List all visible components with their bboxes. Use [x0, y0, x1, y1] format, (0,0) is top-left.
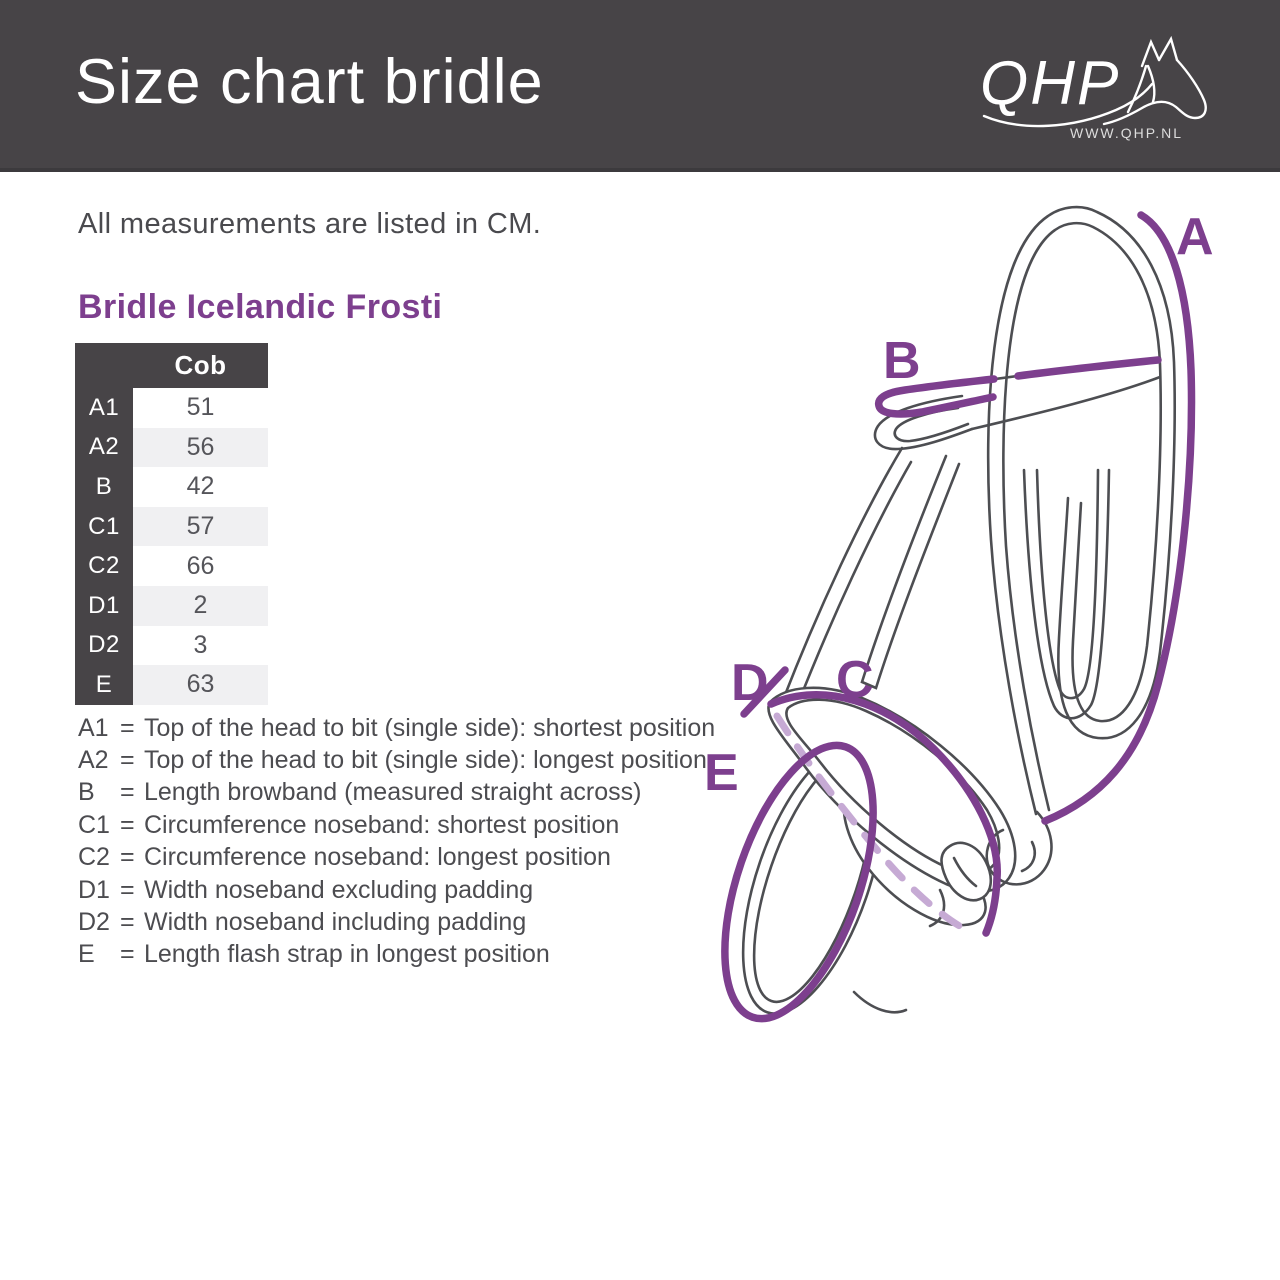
legend-description: Circumference noseband: longest position [144, 843, 611, 872]
legend-description: Top of the head to bit (single side): sh… [144, 713, 716, 742]
legend-key: A1 [78, 713, 109, 742]
legend-equals: = [120, 713, 135, 742]
size-table-header: Cob [75, 343, 268, 388]
row-label: D2 [75, 625, 133, 666]
legend-list: A1 = Top of the head to bit (single side):… [78, 712, 715, 971]
legend-equals: = [120, 746, 135, 775]
legend-item: D1 = Width noseband excluding padding [78, 874, 715, 906]
legend-item: B = Length browband (measured straight acr… [78, 777, 715, 809]
legend-item: A2 = Top of the head to bit (single side):… [78, 744, 715, 776]
legend-description: Width noseband including padding [144, 908, 527, 937]
legend-item: E = Length flash strap in longest position [78, 939, 715, 971]
row-value: 56 [133, 427, 268, 468]
legend-equals: = [120, 778, 135, 807]
qhp-logo-text: QHP [980, 49, 1120, 118]
row-value: 63 [133, 665, 268, 705]
qhp-logo-mark: QHP WWW.QHP.NL [980, 35, 1207, 141]
diagram-label-a: A [1176, 208, 1214, 266]
header-bar: Size chart bridle QHP WWW.QHP.NL [0, 0, 1280, 172]
row-value: 51 [133, 388, 268, 428]
legend-description: Top of the head to bit (single side): lo… [144, 746, 707, 775]
row-value: 3 [133, 625, 268, 666]
row-label: A2 [75, 427, 133, 468]
measurement-line-d [740, 666, 789, 718]
size-table-column-header: Cob [133, 343, 268, 388]
legend-item: C2 = Circumference noseband: longest posit… [78, 842, 715, 874]
intro-text: All measurements are listed in CM. [78, 208, 542, 240]
row-label: C2 [75, 546, 133, 586]
measurement-line-b [874, 356, 1162, 418]
measurement-line-c-hidden [773, 712, 967, 932]
legend-description: Circumference noseband: shortest positio… [144, 810, 620, 839]
horse-head-icon [982, 35, 1207, 128]
legend-key: A2 [78, 746, 109, 775]
diagram-label-d: D [731, 654, 769, 712]
row-value: 66 [133, 546, 268, 586]
legend-equals: = [120, 908, 135, 937]
bridle-diagram: A B C D E [704, 205, 1214, 1023]
row-label: B [75, 467, 133, 507]
size-table-corner [75, 343, 133, 388]
row-label: C1 [75, 506, 133, 547]
legend-key: B [78, 778, 95, 807]
bridle-crown-and-cheek-loop [986, 205, 1176, 816]
product-title: Bridle Icelandic Frosti [78, 288, 443, 326]
legend-equals: = [120, 810, 135, 839]
row-label: E [75, 665, 133, 705]
legend-key: D1 [78, 875, 110, 904]
row-label: D1 [75, 585, 133, 626]
legend-key: C2 [78, 843, 110, 872]
measurement-line-c [767, 691, 1001, 937]
measurement-line-e [721, 741, 877, 1023]
diagram-label-e: E [704, 744, 739, 802]
diagram-label-c: C [836, 651, 874, 709]
legend-equals: = [120, 843, 135, 872]
legend-key: D2 [78, 908, 110, 937]
diagram-label-b: B [883, 332, 921, 390]
row-value: 2 [133, 585, 268, 626]
row-value: 42 [133, 467, 268, 507]
legend-item: A1 = Top of the head to bit (single side):… [78, 712, 715, 744]
legend-equals: = [120, 940, 135, 969]
qhp-logo: QHP WWW.QHP.NL [980, 35, 1207, 141]
legend-key: E [78, 940, 95, 969]
legend-item: D2 = Width noseband including padding [78, 906, 715, 938]
qhp-website: WWW.QHP.NL [1070, 125, 1183, 141]
legend-item: C1 = Circumference noseband: shortest posi… [78, 809, 715, 841]
legend-description: Length browband (measured straight acros… [144, 778, 642, 807]
bridle-noseband [767, 686, 1053, 928]
legend-description: Length flash strap in longest position [144, 940, 550, 969]
row-label: A1 [75, 388, 133, 428]
measurement-line-a [1041, 211, 1196, 825]
row-value: 57 [133, 506, 268, 547]
legend-description: Width noseband excluding padding [144, 875, 534, 904]
legend-key: C1 [78, 810, 110, 839]
legend-equals: = [120, 875, 135, 904]
page-title: Size chart bridle [75, 47, 544, 117]
